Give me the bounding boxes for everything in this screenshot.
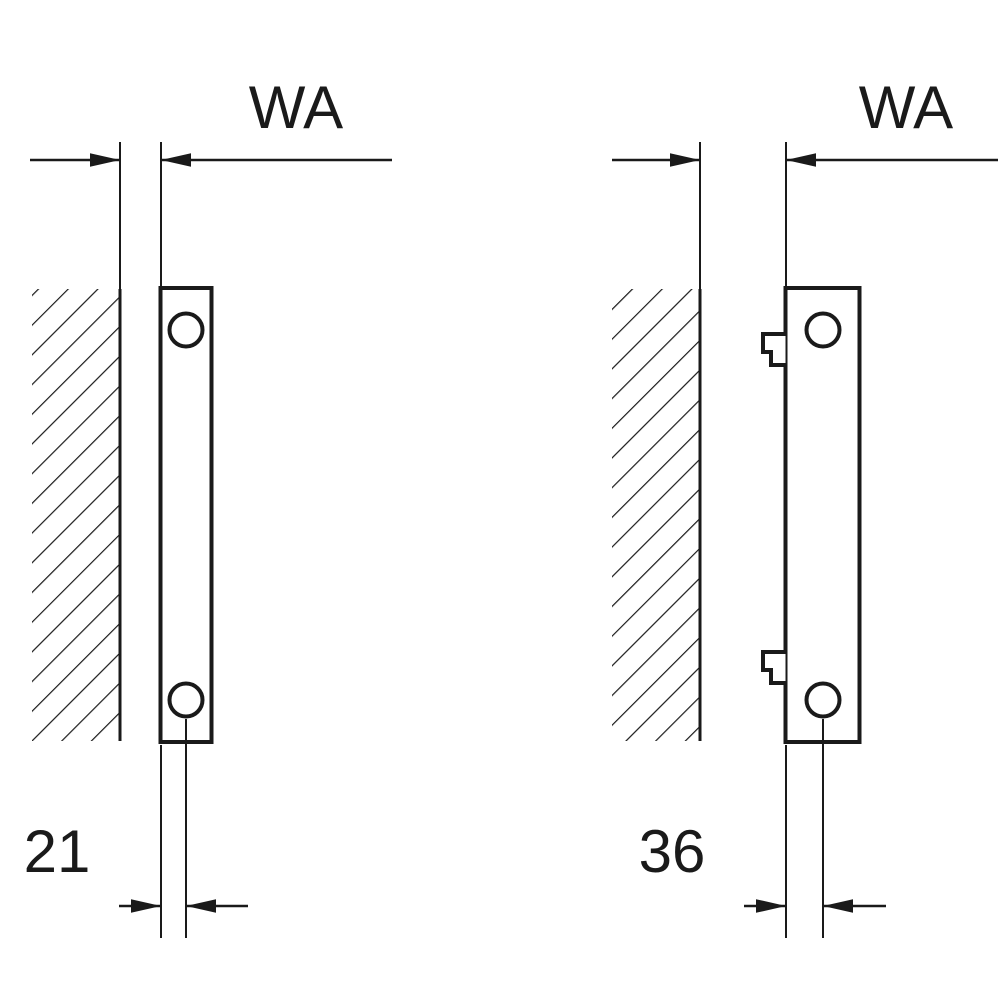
- arrowhead-right-icon: [670, 153, 700, 167]
- radiator-body: [158, 286, 214, 744]
- pipe-offset-label: 36: [639, 818, 706, 885]
- wall-distance-label: WA: [859, 74, 953, 141]
- top-pipe-connection: [167, 311, 205, 349]
- top-pipe-connection: [804, 311, 842, 349]
- arrowhead-left-icon: [786, 153, 816, 167]
- wall-distance-dimension: WA: [30, 74, 392, 289]
- radiator-body: [783, 286, 862, 744]
- arrowhead-left-icon: [161, 153, 191, 167]
- mounting-bracket-top: [761, 332, 786, 367]
- pipe-offset-dimension: 36: [639, 719, 886, 938]
- arrowhead-right-icon: [90, 153, 120, 167]
- wall-hatch: [612, 289, 700, 741]
- pipe-offset-dimension: 21: [24, 719, 248, 938]
- mounting-bracket-bottom: [761, 650, 786, 685]
- arrowhead-right-icon: [756, 899, 786, 913]
- right-figure: WA 36: [612, 74, 998, 938]
- arrowhead-left-icon: [186, 899, 216, 913]
- arrowhead-left-icon: [823, 899, 853, 913]
- wall-hatch: [32, 289, 120, 741]
- left-figure: WA 21: [24, 74, 392, 938]
- wall-distance-dimension: WA: [612, 74, 998, 289]
- pipe-offset-label: 21: [24, 818, 91, 885]
- bottom-pipe-connection: [167, 681, 205, 719]
- bottom-pipe-connection: [804, 681, 842, 719]
- wall-distance-label: WA: [249, 74, 343, 141]
- arrowhead-right-icon: [131, 899, 161, 913]
